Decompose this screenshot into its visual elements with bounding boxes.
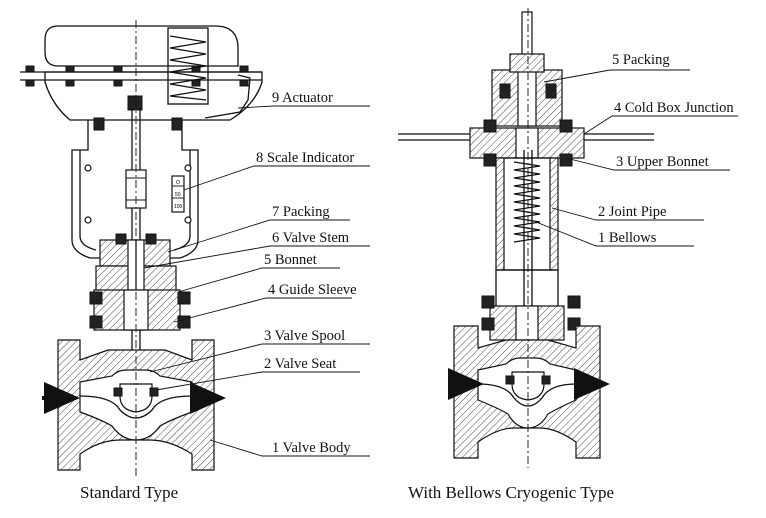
- label-cryo-packing: 5 Packing: [612, 52, 670, 68]
- cryogenic-labels: 5 Packing 4 Cold Box Junction 3 Upper Bo…: [598, 52, 734, 246]
- label-packing: 7 Packing: [272, 204, 330, 220]
- standard-type-drawing: [20, 20, 263, 478]
- label-guide-sleeve: 4 Guide Sleeve: [268, 282, 357, 298]
- label-upper-bonnet: 3 Upper Bonnet: [616, 154, 709, 170]
- cryogenic-type-drawing: [398, 8, 654, 468]
- scale-mark-50: 50: [175, 192, 181, 198]
- scale-mark-0: O: [176, 180, 180, 186]
- scale-plate: [171, 175, 185, 213]
- label-cold-box-junction: 4 Cold Box Junction: [614, 100, 734, 116]
- label-bonnet: 5 Bonnet: [264, 252, 317, 268]
- label-valve-seat: 2 Valve Seat: [264, 356, 336, 372]
- label-scale-indicator: 8 Scale Indicator: [256, 150, 354, 166]
- label-valve-body: 1 Valve Body: [272, 440, 351, 456]
- caption-cryogenic-type: With Bellows Cryogenic Type: [408, 483, 614, 502]
- caption-standard-type: Standard Type: [80, 483, 178, 502]
- actuator-bolts: [25, 65, 249, 87]
- label-valve-spool: 3 Valve Spool: [264, 328, 345, 344]
- label-valve-stem: 6 Valve Stem: [272, 230, 350, 246]
- label-actuator: 9 Actuator: [272, 90, 333, 106]
- label-joint-pipe: 2 Joint Pipe: [598, 204, 666, 220]
- standard-leaders: [143, 105, 370, 457]
- scale-marks: O 50 100: [174, 180, 183, 210]
- scale-mark-100: 100: [174, 204, 183, 210]
- label-bellows: 1 Bellows: [598, 230, 657, 246]
- standard-labels: 9 Actuator 8 Scale Indicator 7 Packing 6…: [256, 90, 357, 456]
- cryogenic-leaders: [535, 69, 738, 247]
